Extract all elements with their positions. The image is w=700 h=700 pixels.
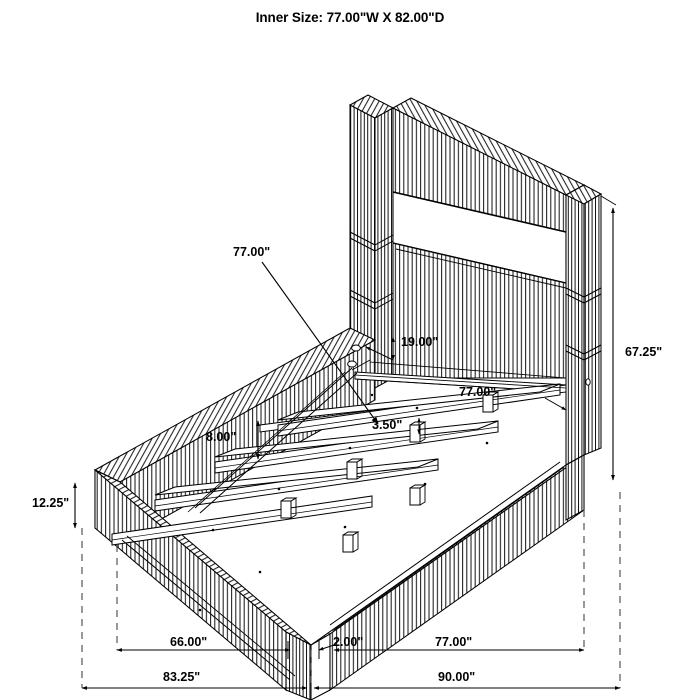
dim-label-67-25: 67.25" — [625, 345, 662, 359]
dim-label-77-leader: 77.00" — [233, 245, 270, 259]
dim-label-83-25: 83.25" — [163, 670, 200, 684]
support-leg — [342, 531, 360, 553]
dim-leader-77-top — [261, 261, 379, 425]
dim-label-12-25: 12.25" — [32, 496, 69, 510]
extension-lines — [81, 492, 621, 688]
support-leg — [409, 484, 427, 506]
rail-bolt-holes — [347, 344, 361, 368]
headboard-top-rail — [391, 97, 586, 233]
dim-label-2-00: 2.00" — [333, 635, 363, 649]
right-side-rail — [310, 453, 585, 700]
headboard-right-post — [564, 184, 603, 466]
support-leg — [482, 391, 500, 413]
headboard-left-post — [348, 94, 395, 389]
dim-66-00 — [116, 641, 291, 659]
page-title: Inner Size: 77.00"W X 82.00"D — [255, 10, 445, 25]
dim-67-25 — [600, 195, 617, 481]
dim-label-19: 19.00" — [401, 335, 438, 349]
dim-2-00 — [318, 641, 335, 659]
support-leg — [280, 497, 298, 519]
dim-label-3-50: 3.50" — [372, 418, 402, 432]
support-slat-set — [111, 359, 567, 681]
footboard-rail — [94, 468, 312, 700]
dim-77-slat — [544, 397, 567, 411]
support-leg — [346, 458, 364, 480]
dim-19 — [365, 336, 395, 361]
dim-label-8-00: 8.00" — [206, 430, 236, 444]
dim-label-77-bottom: 77.00" — [435, 635, 472, 649]
dim-label-66-00: 66.00" — [170, 635, 207, 649]
dim-label-90-00: 90.00" — [438, 670, 475, 684]
dim-label-77-slat: 77.00" — [459, 385, 496, 399]
